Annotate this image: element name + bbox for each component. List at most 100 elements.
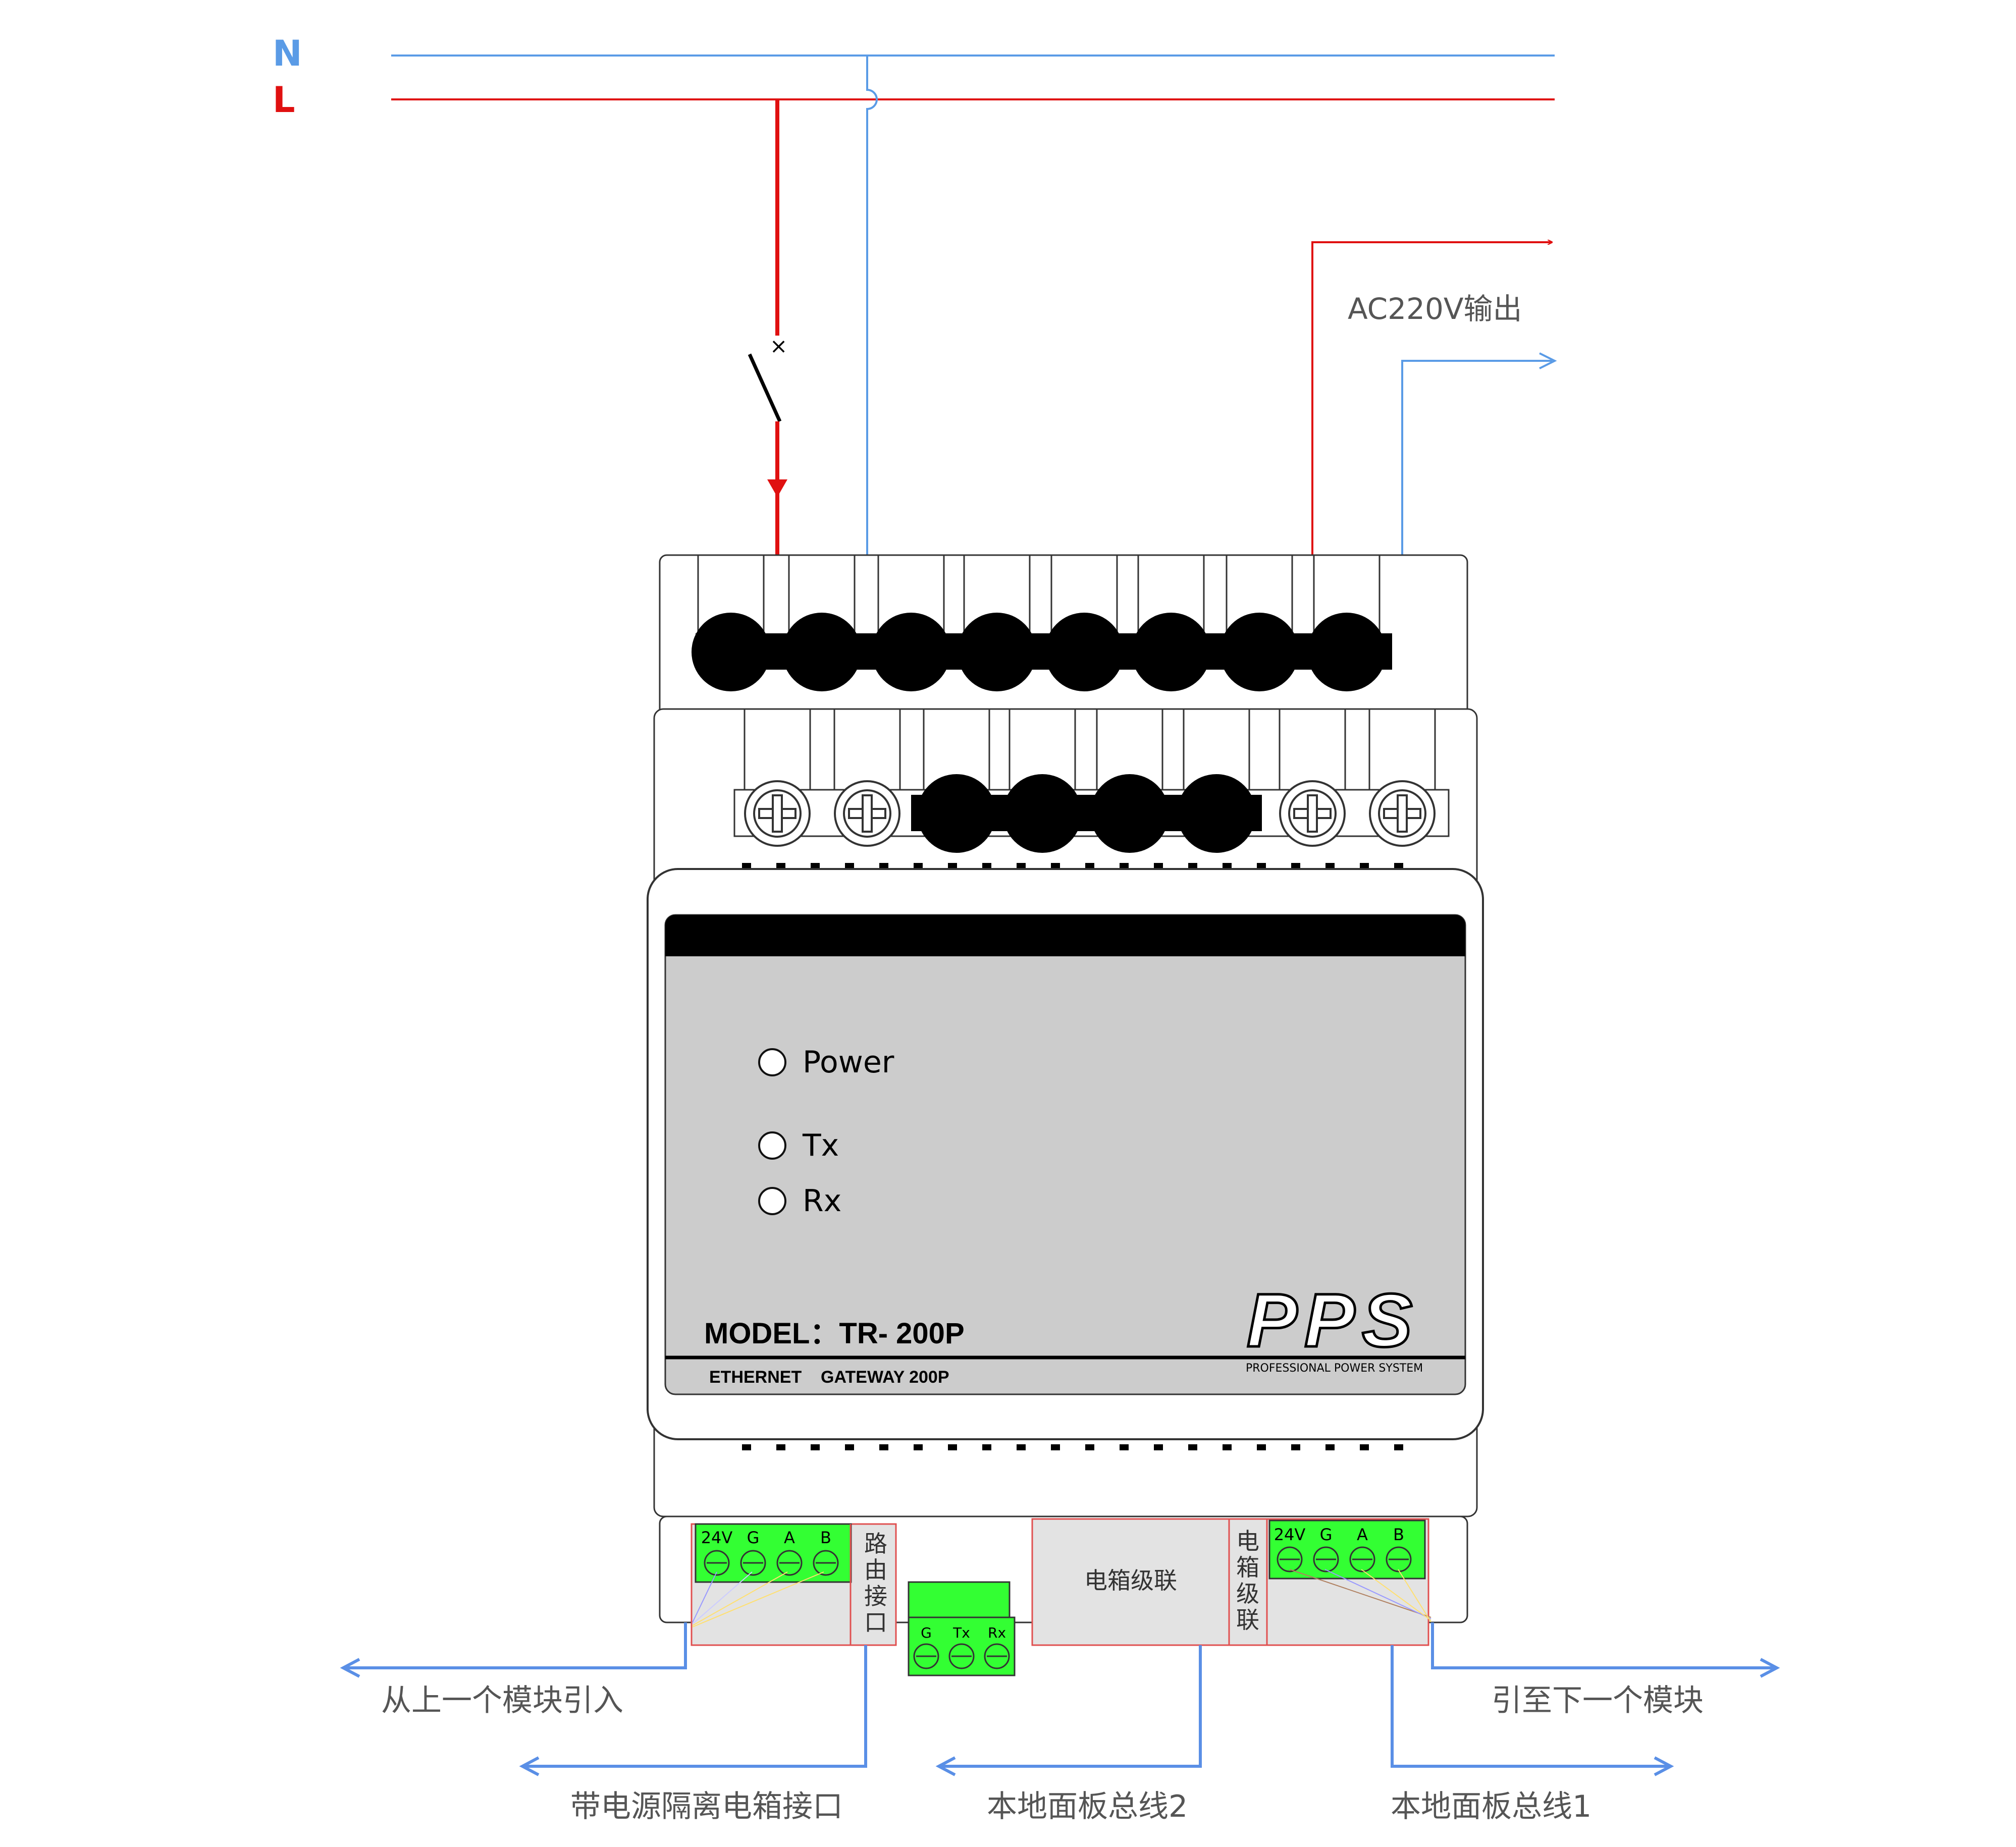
local-bus-2-wire bbox=[939, 1645, 1202, 1768]
rx-led-icon bbox=[758, 1187, 786, 1215]
pin-label: G bbox=[747, 1528, 760, 1547]
terminal-screw-icon[interactable] bbox=[1279, 780, 1346, 847]
rx-led-label: Rx bbox=[803, 1183, 841, 1219]
terminal-screw-icon[interactable] bbox=[744, 780, 811, 847]
vent-slot bbox=[1154, 863, 1163, 869]
top-terminal-screw-icon bbox=[1220, 613, 1299, 691]
pin-label: A bbox=[784, 1528, 795, 1547]
vent-slot bbox=[982, 1444, 991, 1450]
vent-slot bbox=[1291, 1444, 1300, 1450]
mid-fin bbox=[744, 708, 811, 791]
top-terminal-screw-icon bbox=[1132, 613, 1210, 691]
top-terminal-screw-icon bbox=[1307, 613, 1386, 691]
top-terminal-screw-icon bbox=[692, 613, 770, 691]
pin-screw-icon[interactable] bbox=[813, 1550, 839, 1576]
terminal-screw-icon[interactable] bbox=[834, 780, 900, 847]
vent-slot bbox=[1085, 1444, 1094, 1450]
vent-slot bbox=[1017, 863, 1026, 869]
isolated-port-arrow-icon bbox=[519, 1756, 540, 1776]
vent-slot bbox=[1188, 863, 1197, 869]
pin-screw-icon[interactable] bbox=[984, 1643, 1010, 1669]
vent-slot bbox=[1223, 863, 1232, 869]
from-previous-wire bbox=[343, 1622, 687, 1669]
pin-label: B bbox=[820, 1528, 831, 1547]
pin-screw-icon[interactable] bbox=[913, 1643, 939, 1669]
local-bus-1-label: 本地面板总线1 bbox=[1391, 1789, 1591, 1824]
side-label-char: 由 bbox=[864, 1556, 887, 1584]
side-label-char: 级 bbox=[1236, 1580, 1259, 1607]
pin-screw-icon[interactable] bbox=[948, 1643, 975, 1669]
vent-slot bbox=[1017, 1444, 1026, 1450]
vent-slot bbox=[1325, 863, 1335, 869]
power-led-icon bbox=[758, 1048, 786, 1076]
vent-slot bbox=[1360, 863, 1369, 869]
vent-slot bbox=[879, 1444, 888, 1450]
pin-screw-icon[interactable] bbox=[1277, 1546, 1303, 1572]
local-bus-1-wire bbox=[1391, 1645, 1671, 1768]
side-label-char: 路 bbox=[864, 1530, 887, 1557]
mid-terminal-screw-icon bbox=[917, 774, 996, 853]
pin-label: 24V bbox=[701, 1528, 733, 1547]
ac-output-label: AC220V输出 bbox=[1348, 292, 1522, 326]
pin-screw-icon[interactable] bbox=[1349, 1546, 1375, 1572]
vent-slot bbox=[948, 863, 957, 869]
vent-slot bbox=[1188, 1444, 1197, 1450]
power-led-label: Power bbox=[803, 1045, 894, 1080]
side-label-char: 口 bbox=[864, 1609, 887, 1636]
vent-slot bbox=[1085, 863, 1094, 869]
vent-slot bbox=[1394, 1444, 1403, 1450]
vent-slot bbox=[1394, 863, 1403, 869]
vent-slot bbox=[1051, 1444, 1060, 1450]
pin-screw-icon[interactable] bbox=[776, 1550, 803, 1576]
mid-terminal-screw-icon bbox=[1177, 774, 1256, 853]
vent-slot bbox=[1291, 863, 1300, 869]
vent-slot bbox=[811, 1444, 820, 1450]
vent-slot bbox=[1051, 863, 1060, 869]
vent-slot bbox=[1325, 1444, 1335, 1450]
top-terminal-screw-icon bbox=[1045, 613, 1124, 691]
gateway-subtitle: ETHERNET GATEWAY 200P bbox=[709, 1368, 949, 1387]
pin-label: B bbox=[1393, 1525, 1404, 1544]
mid-terminal-screw-icon bbox=[1003, 774, 1082, 853]
n-line-label: N bbox=[273, 33, 302, 74]
l-line-label: L bbox=[273, 79, 295, 121]
side-label-char: 电 bbox=[1236, 1528, 1259, 1555]
pin-screw-icon[interactable] bbox=[740, 1550, 766, 1576]
side-label-char: 联 bbox=[1236, 1606, 1259, 1634]
breaker-switch-icon bbox=[748, 353, 782, 422]
top-terminal-screw-icon bbox=[958, 613, 1036, 691]
mid-fin bbox=[1368, 708, 1436, 791]
middle-connector-block: 电箱级联 bbox=[1031, 1518, 1230, 1646]
pin-label: G bbox=[921, 1624, 932, 1641]
right-fan-wires bbox=[1289, 1569, 1431, 1622]
pin-screw-icon[interactable] bbox=[1313, 1546, 1339, 1572]
mid-fin bbox=[833, 708, 901, 791]
from-previous-label: 从上一个模块引入 bbox=[381, 1683, 623, 1718]
side-label-char: 箱 bbox=[1236, 1554, 1259, 1581]
to-next-arrow-icon bbox=[1760, 1658, 1780, 1678]
middle-block-label: 电箱级联 bbox=[1084, 1567, 1177, 1594]
vent-slot bbox=[1223, 1444, 1232, 1450]
vent-slot bbox=[879, 863, 888, 869]
local-bus-1-arrow-icon bbox=[1654, 1756, 1674, 1776]
tx-led-icon bbox=[758, 1131, 786, 1160]
to-next-wire bbox=[1431, 1622, 1777, 1669]
down-arrow-icon bbox=[767, 479, 787, 497]
brand-tagline: PROFESSIONAL POWER SYSTEM bbox=[1246, 1362, 1423, 1375]
vent-slot bbox=[742, 863, 751, 869]
pin-label: Rx bbox=[988, 1624, 1006, 1641]
vent-slot bbox=[1257, 863, 1266, 869]
brand-logo: PPS bbox=[1247, 1278, 1419, 1363]
pin-screw-icon[interactable] bbox=[1386, 1546, 1412, 1572]
top-terminal-screw-icon bbox=[872, 613, 950, 691]
left-fan-wires bbox=[692, 1571, 824, 1627]
mid-terminal-screw-icon bbox=[1090, 774, 1169, 853]
ac-output-n-arrow-icon bbox=[1539, 352, 1557, 369]
pin-screw-icon[interactable] bbox=[704, 1550, 730, 1576]
n-feed-wire bbox=[866, 56, 878, 805]
vent-slot bbox=[1154, 1444, 1163, 1450]
terminal-screw-icon[interactable] bbox=[1369, 780, 1436, 847]
isolated-port-wire bbox=[522, 1645, 867, 1768]
